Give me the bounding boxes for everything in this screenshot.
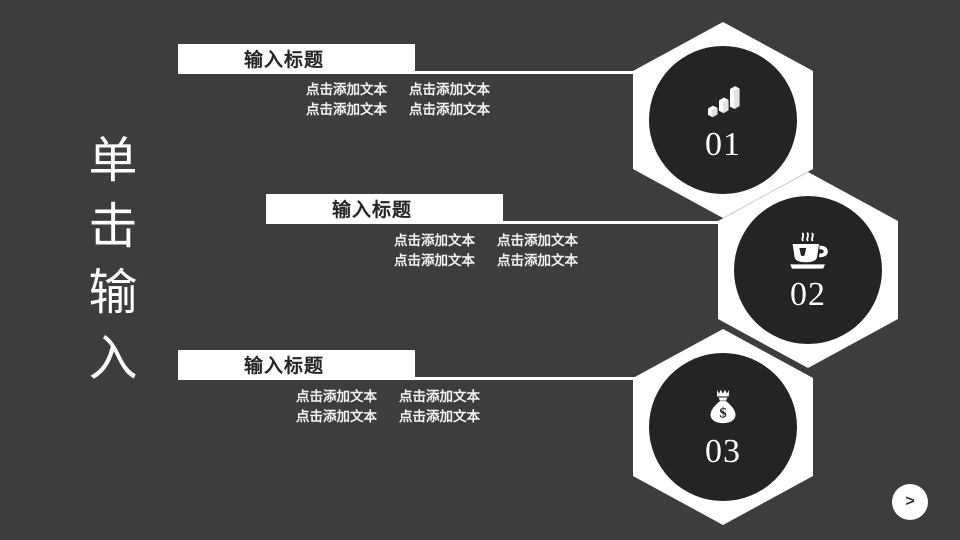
body-text-grid-2: 点击添加文本 点击添加文本 点击添加文本 点击添加文本	[394, 232, 578, 269]
side-title-char: 输	[88, 265, 138, 320]
body-text-item: 点击添加文本	[296, 409, 377, 424]
body-text-item: 点击添加文本	[394, 253, 475, 268]
chevron-right-icon: >	[905, 493, 915, 510]
block-title: 输入标题	[332, 200, 413, 221]
money-bag-icon: $	[699, 385, 747, 429]
body-text-item: 点击添加文本	[497, 253, 578, 268]
title-banner-3[interactable]: 输入标题	[178, 350, 415, 379]
title-banner-2[interactable]: 输入标题	[266, 194, 503, 223]
node-number: 03	[705, 433, 741, 470]
svg-text:$: $	[719, 405, 726, 421]
side-title-char: 单	[88, 133, 138, 188]
block-title: 输入标题	[244, 356, 325, 377]
node-disc[interactable]: $ 03	[649, 353, 797, 501]
body-text-item: 点击添加文本	[409, 82, 490, 97]
next-slide-button[interactable]: >	[892, 484, 928, 520]
side-title-char: 击	[88, 199, 138, 254]
node-disc[interactable]: 02	[734, 196, 882, 344]
body-text-grid-3: 点击添加文本 点击添加文本 点击添加文本 点击添加文本	[296, 388, 480, 425]
coffee-cup-icon	[784, 228, 832, 272]
body-text-item: 点击添加文本	[399, 409, 480, 424]
title-banner-1[interactable]: 输入标题	[178, 44, 415, 73]
body-text-item: 点击添加文本	[296, 389, 377, 404]
node-disc[interactable]: 01	[649, 46, 797, 194]
body-text-item: 点击添加文本	[399, 389, 480, 404]
body-text-item: 点击添加文本	[306, 82, 387, 97]
side-title-char: 入	[88, 331, 138, 386]
hex-node-2[interactable]: 02	[718, 172, 898, 368]
body-text-grid-1: 点击添加文本 点击添加文本 点击添加文本 点击添加文本	[306, 81, 490, 118]
hex-node-3[interactable]: $ 03	[633, 329, 813, 525]
body-text-item: 点击添加文本	[409, 102, 490, 117]
connector-line-2	[266, 221, 753, 224]
connector-line-1	[178, 71, 668, 74]
node-number: 02	[790, 276, 826, 313]
body-text-item: 点击添加文本	[394, 233, 475, 248]
body-text-item: 点击添加文本	[497, 233, 578, 248]
connector-line-3	[178, 377, 668, 380]
side-vertical-title: 单 击 输 入	[78, 128, 148, 392]
block-title: 输入标题	[244, 50, 325, 71]
hex-node-1[interactable]: 01	[633, 22, 813, 218]
bar-chart-3d-icon	[699, 78, 747, 122]
node-number: 01	[705, 126, 741, 163]
body-text-item: 点击添加文本	[306, 102, 387, 117]
